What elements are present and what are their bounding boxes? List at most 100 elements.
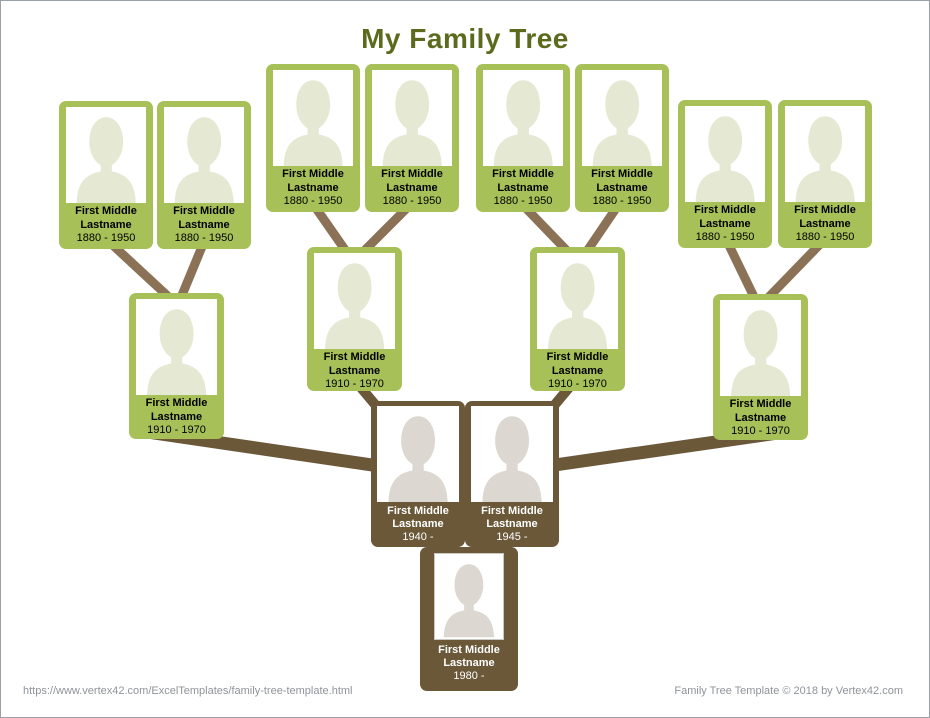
person-dates: 1880 - 1950 — [382, 195, 442, 207]
person-dates: 1910 - 1970 — [731, 425, 790, 437]
person-silhouette-icon — [141, 305, 212, 395]
person-info: First Middle Lastname 1945 - — [466, 505, 558, 544]
person-silhouette-icon — [690, 112, 760, 202]
card-grandparent-3: First Middle Lastname 1910 - 1970 — [530, 247, 625, 391]
person-info: First Middle Lastname 1880 - 1950 — [679, 204, 771, 245]
person-silhouette-icon — [382, 412, 454, 502]
person-info: First Middle Lastname 1880 - 1950 — [366, 168, 458, 209]
card-great-grandparent-5: First Middle Lastname 1880 - 1950 — [476, 64, 570, 212]
person-last-name: Lastname — [150, 410, 203, 423]
person-silhouette-icon — [169, 113, 239, 203]
person-info: First Middle Lastname 1880 - 1950 — [576, 168, 668, 209]
person-last-name: Lastname — [596, 181, 648, 194]
portrait-placeholder — [136, 299, 217, 395]
person-info: First Middle Lastname 1880 - 1950 — [158, 205, 250, 246]
portrait-placeholder — [377, 406, 459, 502]
person-dates: 1880 - 1950 — [76, 232, 136, 244]
person-info: First Middle Lastname 1880 - 1950 — [779, 204, 871, 245]
person-last-name: Lastname — [178, 218, 230, 231]
card-great-grandparent-8: First Middle Lastname 1880 - 1950 — [778, 100, 872, 248]
person-silhouette-icon — [319, 259, 390, 349]
card-great-grandparent-6: First Middle Lastname 1880 - 1950 — [575, 64, 669, 212]
portrait-placeholder — [685, 106, 765, 202]
person-first-name: First Middle — [481, 505, 543, 517]
person-first-name: First Middle — [492, 168, 554, 180]
person-silhouette-icon — [725, 306, 796, 396]
footer-source-url: https://www.vertex42.com/ExcelTemplates/… — [23, 685, 353, 697]
portrait-placeholder — [785, 106, 865, 202]
person-silhouette-icon — [278, 76, 348, 166]
person-dates: 1880 - 1950 — [283, 195, 343, 207]
person-silhouette-icon — [71, 113, 141, 203]
card-great-grandparent-3: First Middle Lastname 1880 - 1950 — [266, 64, 360, 212]
card-parent-2: First Middle Lastname 1945 - — [465, 401, 559, 547]
portrait-placeholder — [372, 70, 452, 166]
person-info: First Middle Lastname 1910 - 1970 — [130, 397, 223, 438]
person-dates: 1880 - 1950 — [795, 231, 855, 243]
person-silhouette-icon — [542, 259, 613, 349]
person-info: First Middle Lastname 1880 - 1950 — [477, 168, 569, 209]
portrait-placeholder — [582, 70, 662, 166]
person-silhouette-icon — [439, 559, 499, 639]
person-info: First Middle Lastname 1980 - — [421, 644, 517, 683]
person-silhouette-icon — [476, 412, 548, 502]
person-silhouette-icon — [587, 76, 657, 166]
portrait-placeholder — [273, 70, 353, 166]
person-first-name: First Middle — [438, 644, 500, 656]
person-last-name: Lastname — [443, 657, 495, 669]
person-last-name: Lastname — [392, 518, 444, 530]
person-last-name: Lastname — [486, 518, 538, 530]
card-great-grandparent-7: First Middle Lastname 1880 - 1950 — [678, 100, 772, 248]
person-silhouette-icon — [488, 76, 558, 166]
person-first-name: First Middle — [694, 204, 756, 216]
person-first-name: First Middle — [546, 351, 609, 363]
card-grandparent-1: First Middle Lastname 1910 - 1970 — [129, 293, 224, 439]
person-first-name: First Middle — [323, 351, 386, 363]
portrait-placeholder — [434, 553, 504, 640]
person-first-name: First Middle — [282, 168, 344, 180]
person-dates: 1880 - 1950 — [493, 195, 553, 207]
person-last-name: Lastname — [80, 218, 132, 231]
person-dates: 1980 - — [453, 670, 485, 682]
person-dates: 1910 - 1970 — [325, 378, 384, 390]
person-last-name: Lastname — [799, 217, 851, 230]
person-first-name: First Middle — [794, 204, 856, 216]
person-first-name: First Middle — [75, 205, 137, 217]
person-dates: 1880 - 1950 — [592, 195, 652, 207]
person-dates: 1945 - — [496, 531, 528, 543]
person-last-name: Lastname — [287, 181, 339, 194]
footer-credit: Family Tree Template © 2018 by Vertex42.… — [674, 685, 903, 697]
person-info: First Middle Lastname 1940 - — [372, 505, 464, 544]
person-info: First Middle Lastname 1910 - 1970 — [308, 351, 401, 392]
person-first-name: First Middle — [387, 505, 449, 517]
person-info: First Middle Lastname 1910 - 1970 — [714, 398, 807, 439]
person-last-name: Lastname — [328, 364, 381, 377]
person-dates: 1940 - — [402, 531, 434, 543]
person-dates: 1910 - 1970 — [548, 378, 607, 390]
person-first-name: First Middle — [381, 168, 443, 180]
portrait-placeholder — [66, 107, 146, 203]
person-last-name: Lastname — [734, 411, 787, 424]
portrait-placeholder — [537, 253, 618, 349]
person-last-name: Lastname — [386, 181, 438, 194]
person-info: First Middle Lastname 1880 - 1950 — [60, 205, 152, 246]
card-parent-1: First Middle Lastname 1940 - — [371, 401, 465, 547]
card-great-grandparent-4: First Middle Lastname 1880 - 1950 — [365, 64, 459, 212]
card-great-grandparent-2: First Middle Lastname 1880 - 1950 — [157, 101, 251, 249]
portrait-placeholder — [471, 406, 553, 502]
portrait-placeholder — [483, 70, 563, 166]
person-last-name: Lastname — [699, 217, 751, 230]
person-last-name: Lastname — [551, 364, 604, 377]
person-silhouette-icon — [790, 112, 860, 202]
portrait-placeholder — [720, 300, 801, 396]
person-first-name: First Middle — [173, 205, 235, 217]
portrait-placeholder — [164, 107, 244, 203]
person-first-name: First Middle — [591, 168, 653, 180]
person-info: First Middle Lastname 1910 - 1970 — [531, 351, 624, 392]
person-last-name: Lastname — [497, 181, 549, 194]
person-first-name: First Middle — [145, 397, 208, 409]
person-silhouette-icon — [377, 76, 447, 166]
card-grandparent-2: First Middle Lastname 1910 - 1970 — [307, 247, 402, 391]
person-info: First Middle Lastname 1880 - 1950 — [267, 168, 359, 209]
